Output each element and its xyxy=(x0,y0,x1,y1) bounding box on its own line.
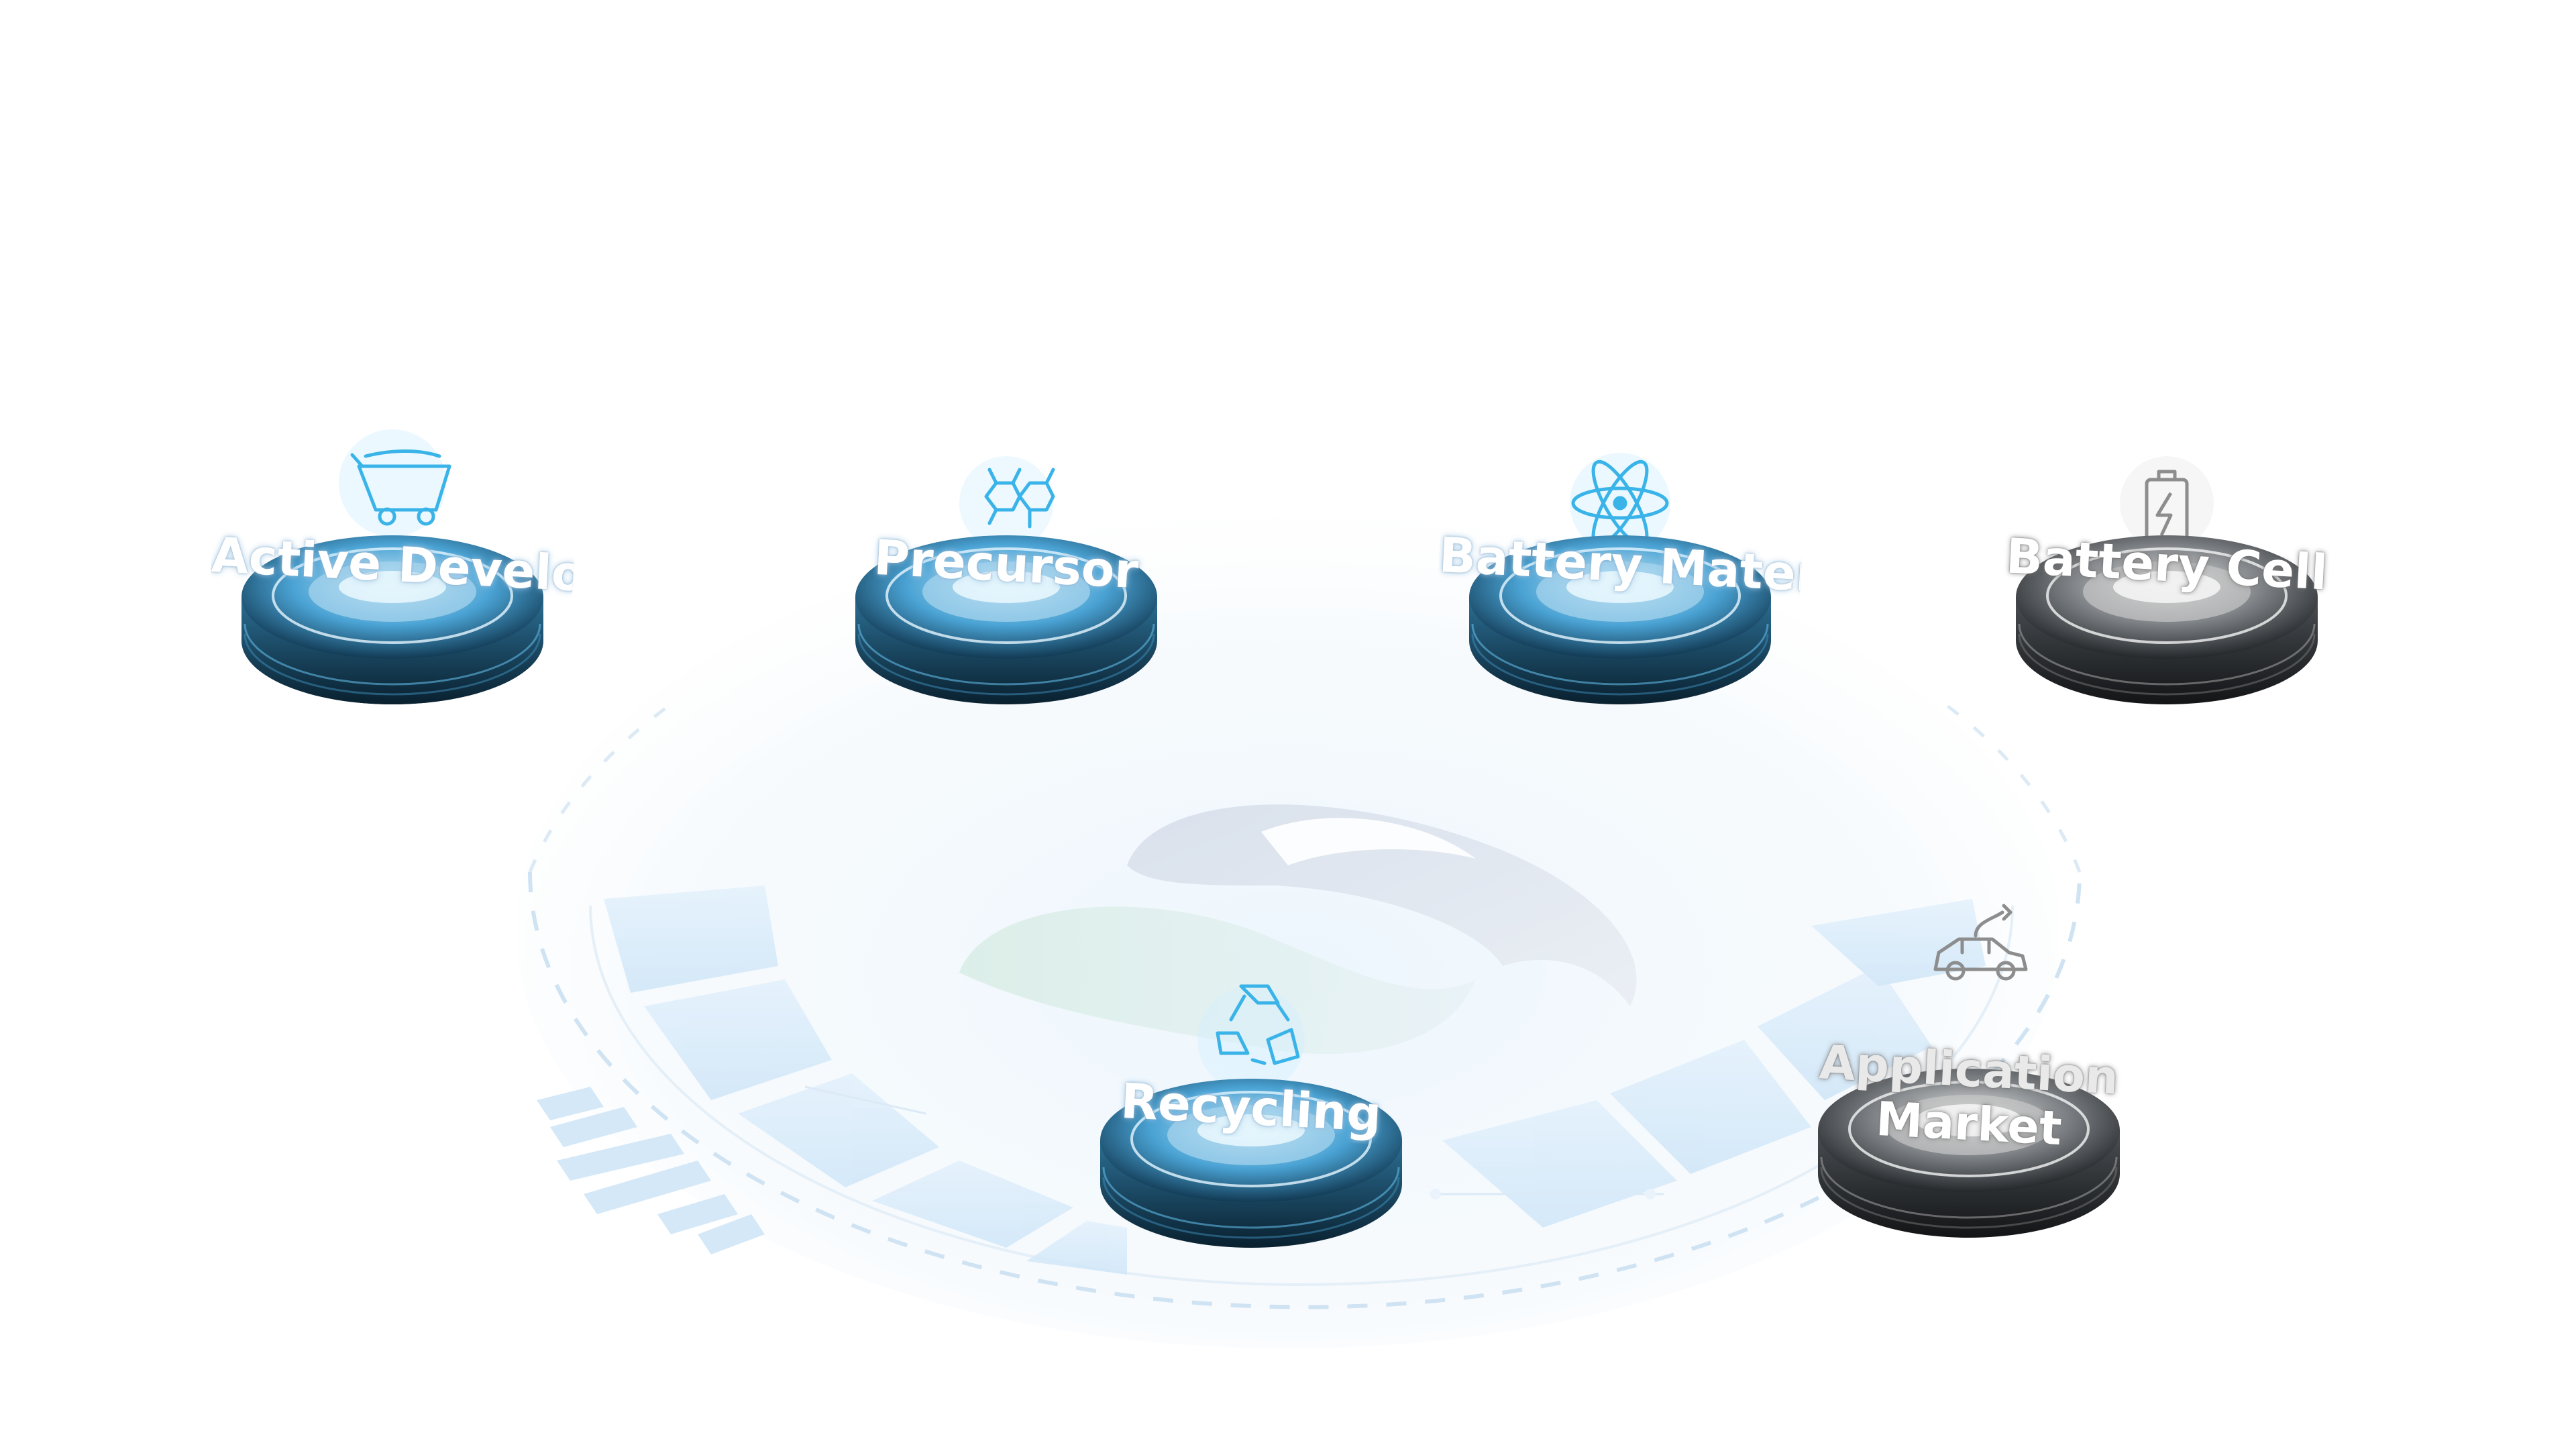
node-application-market[interactable]: Application Market xyxy=(1815,904,2123,1285)
platform-disc xyxy=(1100,1079,1402,1248)
mining-cart-icon xyxy=(339,429,451,537)
node-precursor[interactable]: Precursor xyxy=(852,402,1161,751)
platform-disc xyxy=(241,535,543,704)
node-battery-cell[interactable]: Battery Cell xyxy=(2004,402,2329,751)
recycle-icon xyxy=(1197,984,1305,1093)
electric-car-icon xyxy=(1933,904,2028,981)
platform-disc xyxy=(2016,535,2318,704)
platform-disc xyxy=(855,535,1157,704)
company-logo xyxy=(959,804,1637,1055)
platform-disc xyxy=(1818,1069,2120,1238)
platform-disc xyxy=(1469,535,1771,704)
node-active-development[interactable]: Active Development xyxy=(210,402,575,751)
node-battery-material[interactable]: Battery Material xyxy=(1438,402,1803,751)
node-recycling[interactable]: Recycling xyxy=(1097,946,1405,1295)
molecule-icon xyxy=(959,456,1055,550)
